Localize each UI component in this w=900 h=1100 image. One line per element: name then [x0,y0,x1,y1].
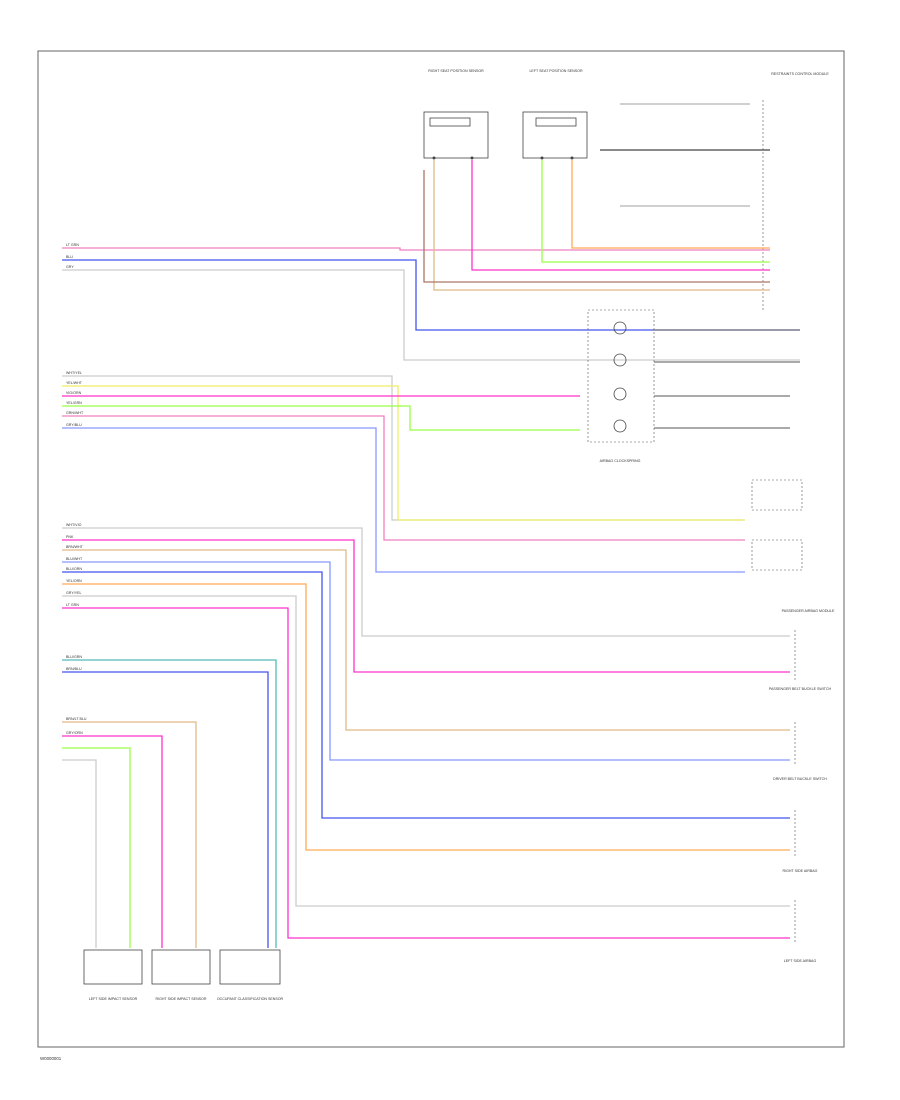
right-side-impact-sensor: RIGHT SIDE IMPACT SENSOR [151,949,211,1001]
component-label: RIGHT SIDE AIRBAG [783,869,818,873]
wire-label: BLU [66,255,73,259]
harness-lower-block: WHT/VIO PNK BRN/WHT BLU/WHT BLU/ORN YEL/… [62,523,790,939]
seat-sensor-wires [423,149,770,291]
component-label: RESTRAINTS CONTROL MODULE [771,72,829,76]
wire-label: YEL/GRN [66,401,82,405]
component-label: LEFT SEAT POSITION SENSOR [529,69,583,73]
harness-middle-block: WHT/YEL YEL/WHT VIO/ORN YEL/GRN GRN/WHT … [62,329,800,573]
component-label: LEFT SIDE AIRBAG [784,959,817,963]
wire-label: YEL/WHT [66,381,83,385]
diagram-border [37,50,845,1048]
left-side-impact-sensor: LEFT SIDE IMPACT SENSOR [83,949,143,1001]
wire-label: WHT/YEL [66,371,82,375]
right-seat-position-sensor: RIGHT SEAT POSITION SENSOR [423,69,489,160]
restraints-control-module: RESTRAINTS CONTROL MODULE [620,72,829,310]
harness-top-block: LT GRN BLU GRY [62,243,800,361]
wire-label: LT GRN [66,243,79,247]
wire-label: YEL/ORN [66,579,82,583]
component-label: DRIVER BELT BUCKLE SWITCH [773,777,827,781]
component-label: PASSENGER BELT BUCKLE SWITCH [769,687,832,691]
wire-label: BRN/WHT [66,545,84,549]
wire-label: GRN/WHT [66,411,84,415]
component-label: PASSENGER AIRBAG MODULE [782,609,835,613]
wire-label: LT GRN [66,603,79,607]
component-label: OCCUPANT CLASSIFICATION SENSOR [217,997,284,1001]
wire-label: BLU/ORN [66,567,82,571]
wire-label: BRN/BLU [66,667,82,671]
harness-bottom-block: BRN/LT BLU GRY/ORN [62,717,197,948]
wire-label: GRY/BLU [66,423,82,427]
occupant-classification-sensor: OCCUPANT CLASSIFICATION SENSOR [217,949,284,1001]
component-label: AIRBAG CLOCKSPRING [600,459,641,463]
wire-label: GRY/ORN [66,731,83,735]
wire-label: BLU/WHT [66,557,83,561]
component-label: LEFT SIDE IMPACT SENSOR [89,997,138,1001]
component-label: RIGHT SEAT POSITION SENSOR [428,69,484,73]
wire-label: GRY/YEL [66,591,82,595]
component-label: RIGHT SIDE IMPACT SENSOR [156,997,207,1001]
wire-label: GRY [66,265,74,269]
passenger-airbag-module: PASSENGER AIRBAG MODULE [751,479,835,613]
airbag-clockspring: AIRBAG CLOCKSPRING [587,309,655,463]
footer-code: W0000001 [40,1056,62,1061]
belt-buckle-labels: PASSENGER BELT BUCKLE SWITCH DRIVER BELT… [769,687,832,963]
wire-label: PNK [66,535,74,539]
harness-teal-block: BLU/GRN BRN/BLU [62,655,277,948]
wire-label: BRN/LT BLU [66,717,87,721]
wire-label: VIO/ORN [66,391,82,395]
wire-label: WHT/VIO [66,523,82,527]
wire-label: BLU/GRN [66,655,82,659]
left-seat-position-sensor: LEFT SEAT POSITION SENSOR [522,69,588,160]
